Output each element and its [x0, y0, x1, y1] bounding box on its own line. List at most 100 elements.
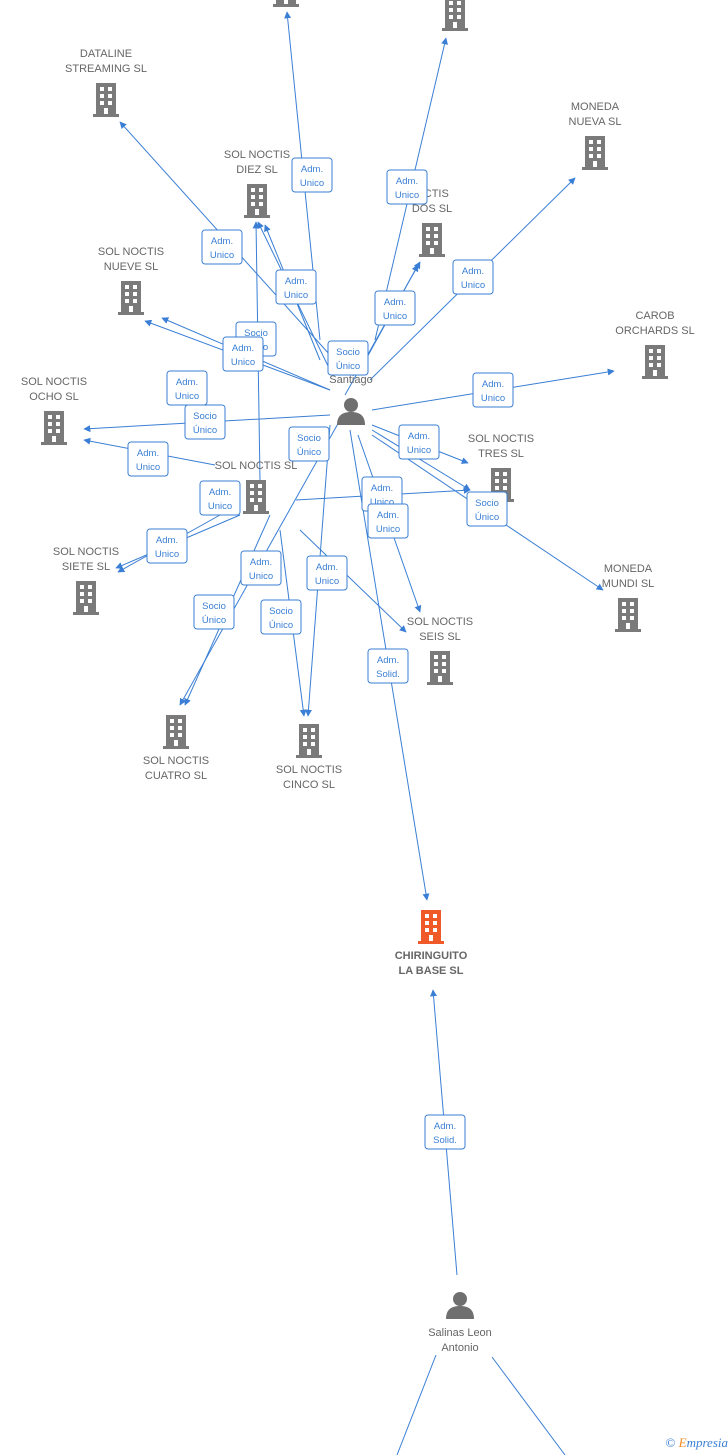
relation-label-text: Adm.	[377, 510, 399, 521]
relation-label-text: Unico	[315, 576, 339, 587]
moneda_nueva-label-line: NUEVA SL	[569, 116, 622, 128]
relation-label-box	[386, 169, 428, 205]
relation-label-text: Adm.	[250, 557, 272, 568]
relation-label-6[interactable]: Adm. Unico	[374, 290, 416, 326]
person-node-santiago[interactable]: Santiago	[329, 374, 373, 425]
diez-label-line: DIEZ SL	[236, 164, 278, 176]
diez-label-line: SOL NOCTIS	[224, 149, 290, 161]
relation-label-text: Unico	[231, 357, 255, 368]
relation-label-box	[201, 229, 243, 265]
relation-label-text: Adm.	[384, 297, 406, 308]
dataline-label-line: DATALINE	[80, 48, 132, 60]
edge-14	[371, 429, 471, 491]
relation-label-8[interactable]: Adm. Unico	[222, 336, 264, 372]
brand-name: mpresia	[686, 1435, 728, 1450]
building-icon	[582, 136, 608, 170]
relation-label-24[interactable]: Adm. Unico	[306, 555, 348, 591]
relation-label-25[interactable]: Adm. Unico	[367, 503, 409, 539]
ocho-label-line: OCHO SL	[29, 391, 79, 403]
cuatro-label-line: CUATRO SL	[145, 770, 207, 782]
relation-label-box	[398, 424, 440, 460]
relation-label-0[interactable]: Adm.Unico	[291, 157, 333, 193]
relation-label-text: Adm.	[396, 176, 418, 187]
seis-label-line: SEIS SL	[419, 631, 461, 643]
carob-label-line: CAROB	[635, 310, 674, 322]
relation-label-9[interactable]: Adm.Unico	[166, 370, 208, 406]
relation-label-1[interactable]: Adm.Unico	[386, 169, 428, 205]
relation-label-2[interactable]: Adm.Unico	[201, 229, 243, 265]
building-icon	[442, 0, 468, 31]
relation-label-18[interactable]: Adm.Unico	[146, 528, 188, 564]
relation-label-12[interactable]: Adm.Unico	[127, 441, 169, 477]
person-icon	[337, 398, 365, 425]
relation-label-text: Socio	[193, 411, 217, 422]
relation-label-box	[193, 594, 235, 630]
relation-label-box	[146, 528, 188, 564]
relation-label-text: Socio	[202, 601, 226, 612]
relation-label-13[interactable]: Adm.Unico	[398, 424, 440, 460]
relation-label-5[interactable]: Adm.Unico	[275, 269, 317, 305]
relation-label-text: Unico	[461, 280, 485, 291]
relation-label-text: Unico	[407, 445, 431, 456]
edge-28	[396, 1354, 437, 1455]
relation-label-box	[466, 491, 508, 527]
brand-initial: E	[678, 1435, 687, 1450]
building-icon	[615, 598, 641, 632]
siete-label-line: SIETE SL	[62, 561, 110, 573]
company-node-diez[interactable]: SOL NOCTIS DIEZ SL	[224, 149, 290, 218]
relation-label-text: Adm.	[176, 377, 198, 388]
company-node-seis[interactable]: SOL NOCTIS SEIS SL	[407, 616, 473, 685]
relation-label-19[interactable]: Adm.Unico	[240, 550, 282, 586]
relation-label-text: Unico	[481, 393, 505, 404]
relation-label-15[interactable]: Adm.Unico	[361, 476, 403, 512]
seis-label-line: SOL NOCTIS	[407, 616, 473, 628]
moneda_mundi-label-line: MUNDI SL	[602, 578, 655, 590]
building-icon	[642, 345, 668, 379]
relation-label-text: Unico	[284, 290, 308, 301]
company-node-top2[interactable]	[442, 0, 468, 31]
relation-label-3[interactable]: Adm.Unico	[452, 259, 494, 295]
relation-label-text: Unico	[376, 524, 400, 535]
relation-label-text: Adm.	[482, 379, 504, 390]
relation-label-box	[222, 336, 264, 372]
relation-label-text: Unico	[383, 311, 407, 322]
edges-layer	[83, 11, 615, 1455]
relation-label-text: Unico	[155, 549, 179, 560]
empresia-watermark: © Empresia	[666, 1435, 728, 1451]
relation-label-23[interactable]: Adm.Solid.	[424, 1114, 466, 1150]
relation-label-box	[327, 340, 369, 376]
building-icon	[419, 223, 445, 257]
relation-label-text: Unico	[136, 462, 160, 473]
relation-label-10[interactable]: Adm. Unico	[472, 372, 514, 408]
relation-label-text: Solid.	[433, 1135, 457, 1146]
company-node-top1[interactable]	[273, 0, 299, 7]
relation-label-box	[260, 599, 302, 635]
relation-label-box	[374, 290, 416, 326]
building-icon	[41, 411, 67, 445]
chiringuito-label-line: CHIRINGUITO	[395, 950, 468, 962]
relation-label-text: Adm.	[232, 343, 254, 354]
relation-label-text: Adm.	[316, 562, 338, 573]
relation-label-16[interactable]: Adm.Unico	[199, 480, 241, 516]
relation-label-22[interactable]: Adm.Solid.	[367, 648, 409, 684]
company-node-sl[interactable]: SOL NOCTIS SL	[215, 460, 298, 514]
